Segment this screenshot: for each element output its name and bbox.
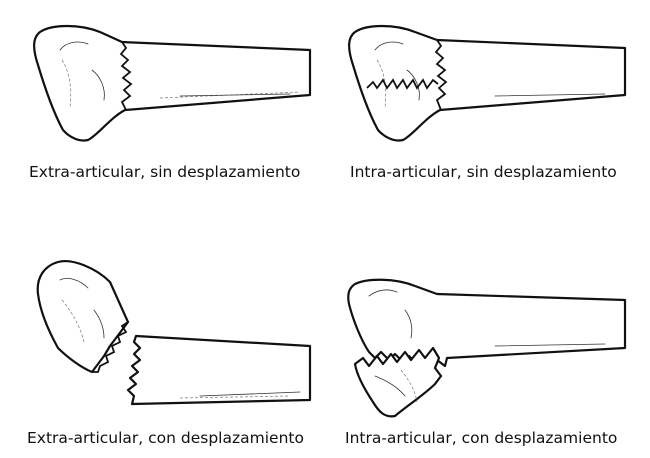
caption-extra-articular-no-displacement: Extra-articular, sin desplazamiento [29,163,301,181]
panel-extra-articular-displaced: Extra-articular, con desplazamiento [0,230,325,458]
bone-illustration [33,24,312,142]
bone-illustration [347,278,627,418]
bone-illustration [348,24,627,142]
panel-extra-articular-no-displacement: Extra-articular, sin desplazamiento [0,0,325,200]
panel-intra-articular-displaced: Intra-articular, con desplazamiento [325,230,650,458]
caption-extra-articular-displaced: Extra-articular, con desplazamiento [27,429,304,447]
caption-intra-articular-displaced: Intra-articular, con desplazamiento [345,429,618,447]
bone-illustration [36,260,312,406]
panel-intra-articular-no-displacement: Intra-articular, sin desplazamiento [325,0,650,200]
caption-intra-articular-no-displacement: Intra-articular, sin desplazamiento [350,163,617,181]
